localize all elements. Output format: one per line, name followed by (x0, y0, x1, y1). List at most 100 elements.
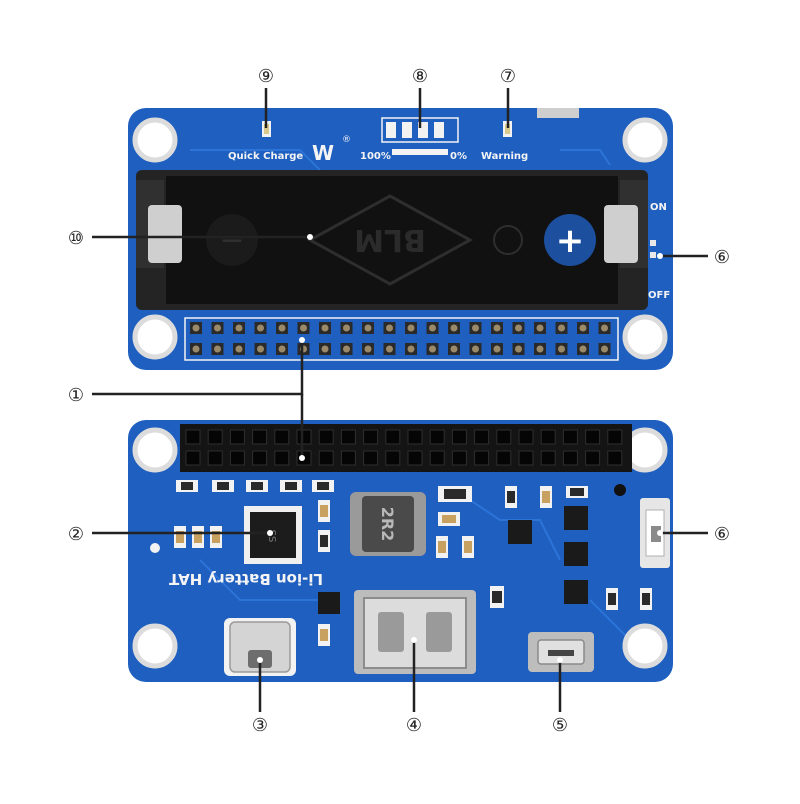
gpio-pin-tip (515, 345, 522, 353)
header-socket (229, 429, 245, 445)
header-socket (585, 450, 601, 466)
header-socket-grid (185, 429, 623, 466)
gpio-pin-tip (601, 345, 608, 353)
gpio-pin-tip (407, 345, 415, 353)
header-socket (252, 450, 268, 466)
mounting-hole (132, 623, 178, 669)
smd-components (150, 480, 652, 646)
quick-charge-label: Quick Charge (228, 151, 303, 162)
switch-on-label: ON (650, 202, 667, 213)
gpio-pin-tip (493, 345, 501, 353)
gpio-pin-tip (558, 345, 565, 353)
callout-6-top: ⑥ (714, 247, 730, 268)
header-socket (385, 450, 401, 466)
gpio-pin-tip (536, 324, 544, 332)
plus-marker (544, 214, 596, 266)
header-socket (474, 429, 490, 445)
header-socket (340, 450, 356, 466)
gpio-pin-tip (257, 324, 264, 332)
gpio-pin-tip (192, 345, 200, 353)
header-socket (429, 450, 445, 466)
header-socket (496, 429, 512, 445)
callout-5: ⑤ (552, 715, 568, 736)
header-socket (585, 429, 601, 445)
top-board: Quick Charge W ® 100% 0% Warning ON OFF … (128, 108, 673, 370)
header-socket (474, 450, 490, 466)
header-socket (185, 450, 201, 466)
plus-sign: + (556, 221, 585, 261)
inductor: 2R2 (350, 492, 426, 556)
header-socket (496, 450, 512, 466)
header-socket (207, 429, 223, 445)
top-trace (190, 149, 321, 171)
gpio-pin-grid (190, 322, 611, 355)
mounting-hole (622, 117, 668, 163)
percent-full-label: 100% (360, 151, 391, 162)
gpio-pin-tip (257, 345, 264, 353)
header-socket (274, 450, 290, 466)
mounting-hole (622, 314, 668, 360)
gpio-pin-tip (214, 324, 221, 332)
battery-level-bar (392, 149, 448, 155)
callout-dots (257, 234, 663, 663)
top-trace (560, 149, 611, 166)
micro-usb-port (528, 632, 594, 672)
callout-6-bottom: ⑥ (714, 524, 730, 545)
power-management-ic: SS (244, 506, 302, 564)
battery-holder: BLM − + (136, 170, 648, 310)
inductor-marking: 2R2 (378, 507, 397, 542)
gpio-pin-tip (343, 324, 350, 332)
callout-10: ⑩ (68, 228, 84, 249)
gpio-pin-tip (343, 345, 350, 353)
negative-contact (148, 205, 182, 263)
header-socket (429, 429, 445, 445)
percent-empty-label: 0% (450, 151, 467, 162)
header-socket (562, 450, 578, 466)
gpio-pin-tip (364, 345, 372, 353)
gpio-pin-tip (515, 324, 522, 332)
warning-label: Warning (481, 151, 528, 162)
gpio-pin-tip (429, 345, 436, 353)
gpio-pin-tip (601, 324, 608, 332)
header-socket (207, 450, 223, 466)
usb-c-port (224, 618, 296, 676)
gpio-pin-tip (192, 324, 200, 332)
minus-sign: − (219, 223, 244, 258)
callout-9: ⑨ (258, 66, 274, 87)
header-socket (185, 429, 201, 445)
gpio-pin-tip (429, 324, 436, 332)
gpio-pin-tip (386, 324, 393, 332)
gpio-pin-tip (235, 345, 243, 353)
gpio-pin-tip (579, 324, 587, 332)
chip-marking: SS (266, 530, 277, 543)
header-socket (363, 450, 379, 466)
positive-contact (604, 205, 638, 263)
gpio-pin-tip (536, 345, 544, 353)
gpio-pin-tip (214, 345, 221, 353)
callout-2: ② (68, 524, 84, 545)
header-socket (540, 450, 556, 466)
callout-1: ① (68, 385, 84, 406)
mounting-hole (132, 117, 178, 163)
plus-ring (493, 225, 523, 255)
gpio-pin-tip (300, 324, 307, 332)
gpio-pin-tip (235, 324, 243, 332)
mounting-hole (132, 314, 178, 360)
callout-numbers: ① ② ③ ④ ⑤ ⑥ ⑥ ⑦ ⑧ ⑨ ⑩ (68, 66, 730, 736)
header-socket (363, 429, 379, 445)
header-socket (296, 429, 312, 445)
gpio-pin-tip (558, 324, 565, 332)
header-socket (407, 450, 423, 466)
header-socket (385, 429, 401, 445)
gpio-pin-tip (407, 324, 415, 332)
holder-emboss (306, 194, 474, 286)
header-socket (607, 450, 623, 466)
gpio-pin-tip (364, 324, 372, 332)
bottom-trace (199, 559, 330, 601)
gpio-pin-tip (450, 345, 458, 353)
holder-brand: BLM (354, 222, 426, 257)
bottom-trace (589, 599, 631, 641)
gpio-pin-tip (579, 345, 587, 353)
callout-4: ④ (406, 715, 422, 736)
